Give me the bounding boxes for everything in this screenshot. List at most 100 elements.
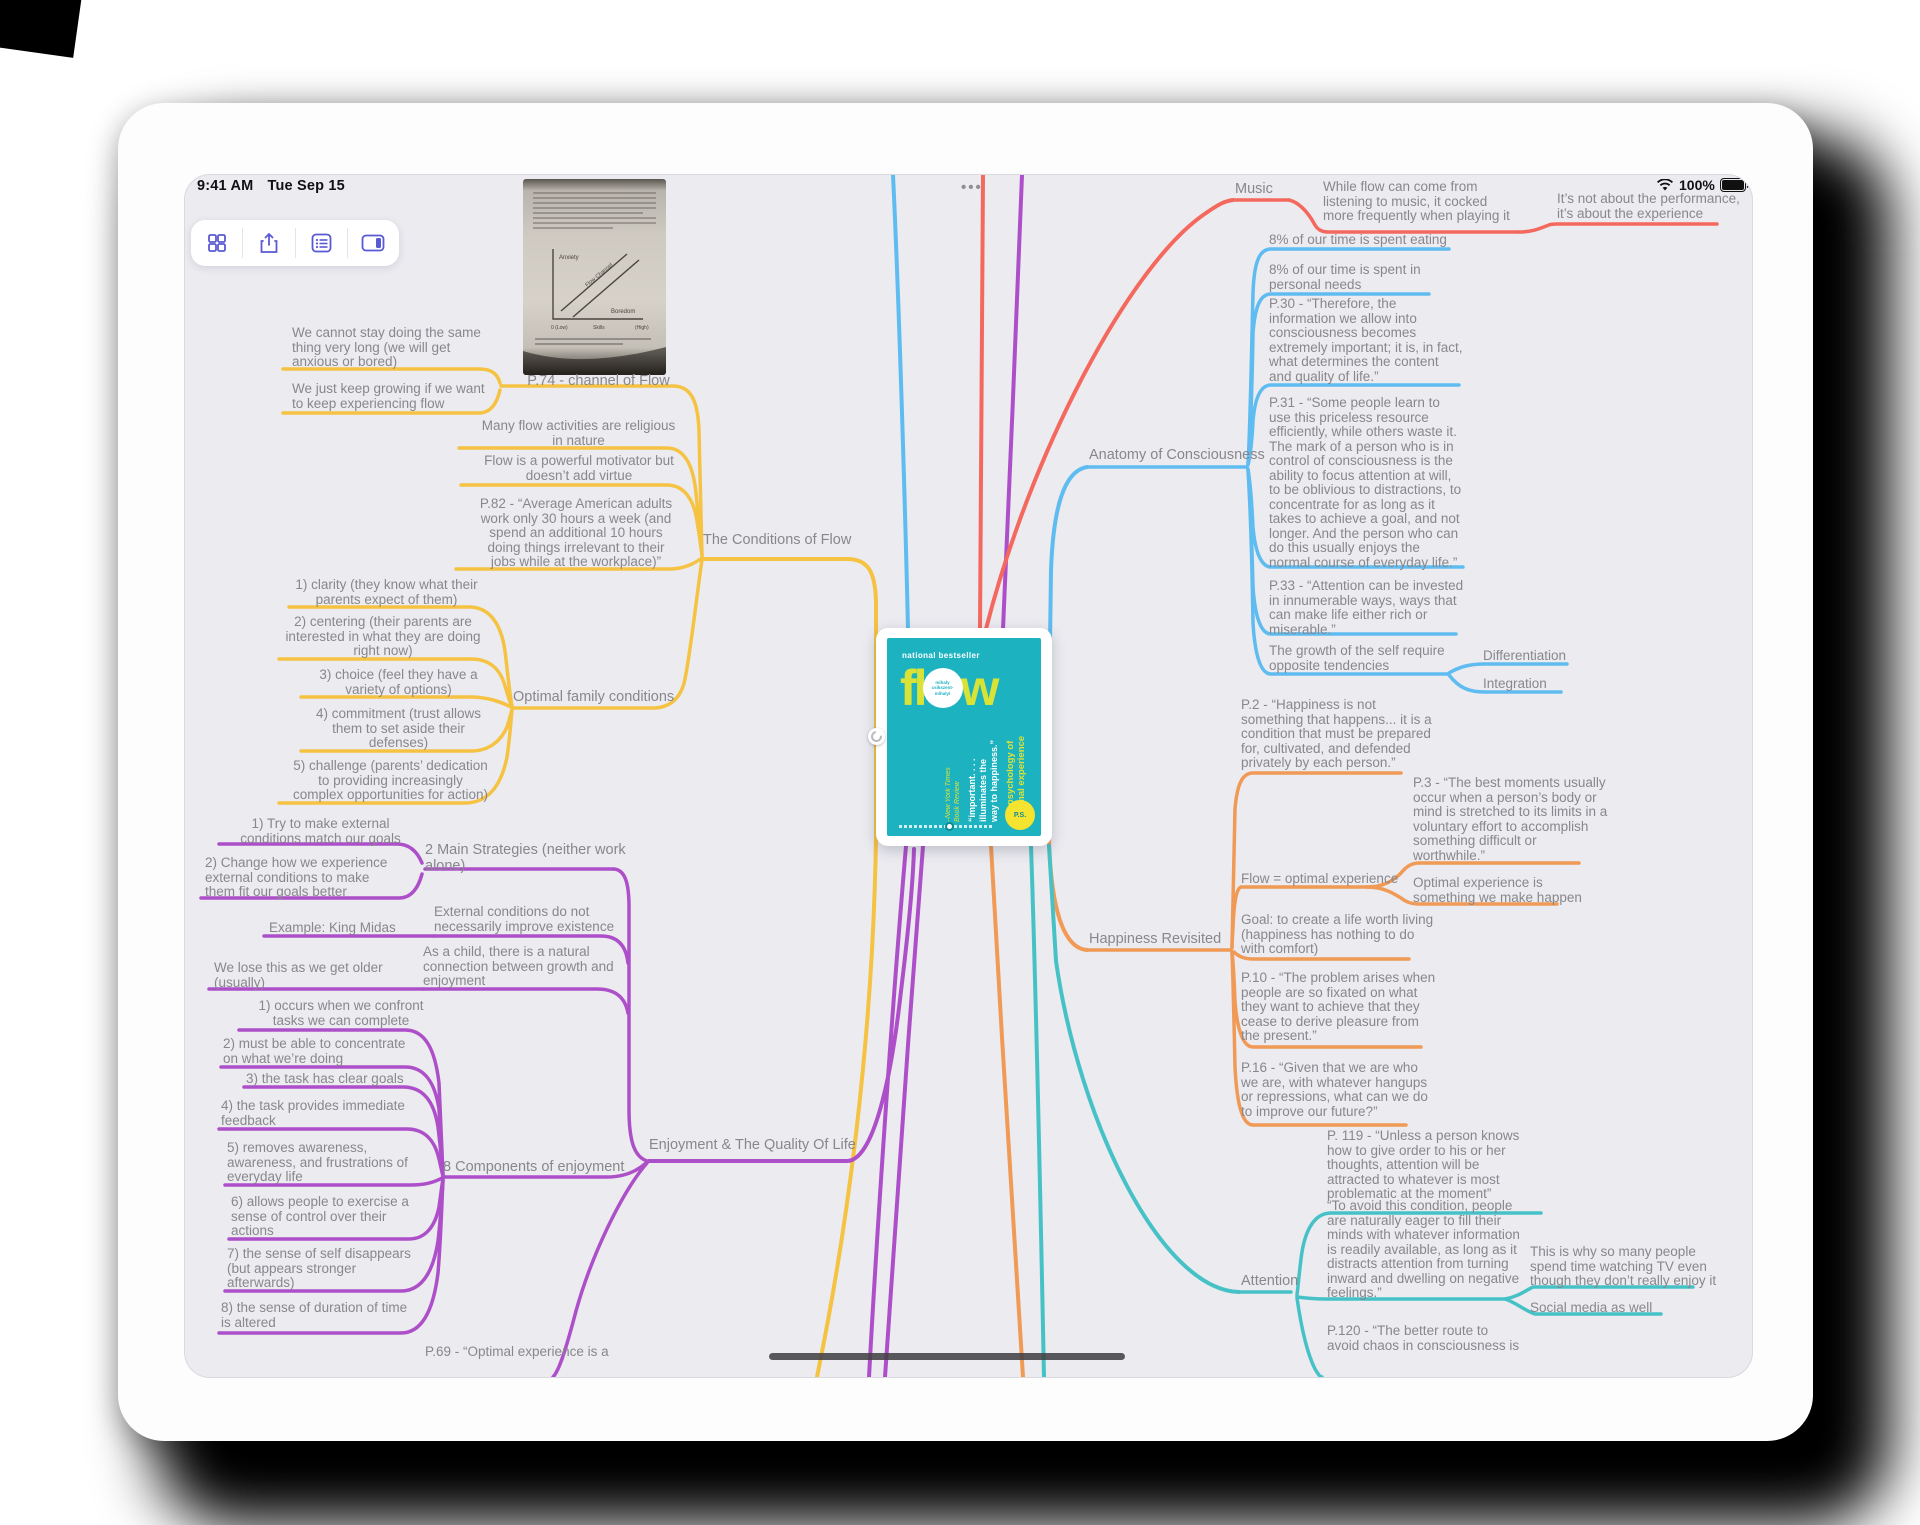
- node-y-f1[interactable]: 1) clarity (they know what their parents…: [295, 577, 478, 607]
- node-p-e4[interactable]: 4) the task provides immediate feedback: [221, 1098, 405, 1128]
- node-y-fam[interactable]: Optimal family conditions: [513, 689, 675, 705]
- title-fl: fl: [900, 660, 927, 716]
- node-p-comp[interactable]: 8 Components of enjoyment: [443, 1159, 625, 1175]
- cover-quote: “important. . . . illuminates the way to…: [967, 739, 999, 822]
- toolbar: [191, 220, 399, 266]
- more-dots-button[interactable]: •••: [961, 179, 983, 196]
- author-circle: mihaly csikszent- mihalyi: [922, 668, 963, 708]
- node-t-att[interactable]: Attention: [1241, 1273, 1299, 1289]
- edge-61: [978, 175, 985, 631]
- ps-badge: P.S.: [1005, 800, 1035, 830]
- home-indicator[interactable]: [769, 1353, 1125, 1360]
- node-o3[interactable]: Flow = optimal experience: [1241, 871, 1399, 886]
- battery-percent: 100%: [1679, 177, 1715, 193]
- node-p-s1[interactable]: 1) Try to make external conditions match…: [240, 816, 401, 846]
- panel-button[interactable]: [346, 228, 399, 258]
- node-p-ext[interactable]: External conditions do not necessarily i…: [434, 904, 615, 934]
- edge-57: [984, 198, 1235, 631]
- battery-icon: [1719, 178, 1749, 192]
- edge-7: [511, 558, 704, 710]
- node-b6[interactable]: The growth of the self require opposite …: [1269, 643, 1445, 673]
- node-r2[interactable]: It’s not about the performance, it’s abo…: [1557, 191, 1740, 221]
- node-o1[interactable]: P.2 - “Happiness is not something that h…: [1241, 697, 1432, 770]
- node-p-lose[interactable]: We lose this as we get older (usually): [214, 960, 383, 990]
- node-t4[interactable]: Social media as well: [1530, 1300, 1653, 1315]
- node-b5[interactable]: P.33 - “Attention can be invested in inn…: [1269, 578, 1464, 637]
- node-t1[interactable]: P. 119 - “Unless a person knows how to g…: [1327, 1128, 1520, 1201]
- svg-text:0 (Low): 0 (Low): [551, 325, 568, 331]
- node-o-hap[interactable]: Happiness Revisited: [1089, 931, 1222, 947]
- edge-56: [989, 844, 1025, 1377]
- node-b1[interactable]: 8% of our time is spent eating: [1269, 232, 1447, 247]
- edge-68: [1295, 1296, 1324, 1377]
- node-y-f3[interactable]: 3) choice (feel they have a variety of o…: [319, 667, 478, 697]
- node-r-music[interactable]: Music: [1235, 181, 1273, 197]
- cover-imprint-logo: [945, 822, 954, 831]
- svg-text:Boredom: Boredom: [611, 309, 635, 315]
- cover-credit: –New York Times Book Review: [945, 767, 961, 822]
- node-y-cond[interactable]: The Conditions of Flow: [703, 532, 852, 548]
- edge-20: [421, 987, 630, 1015]
- node-y-c2[interactable]: We just keep growing if we want to keep …: [292, 381, 485, 411]
- node-p-e6[interactable]: 6) allows people to exercise a sense of …: [231, 1194, 409, 1238]
- node-p-enjoy[interactable]: Enjoyment & The Quality Of Life: [649, 1137, 856, 1153]
- node-y-p74[interactable]: P.74 - channel of Flow: [527, 373, 670, 389]
- flow-channel-photo-node[interactable]: Anxiety Boredom Flow Channel 0 (Low) Ski…: [523, 179, 666, 375]
- node-b4[interactable]: P.31 - “Some people learn to use this pr…: [1269, 395, 1462, 570]
- node-p-e8[interactable]: 8) the sense of duration of time is alte…: [221, 1300, 408, 1330]
- node-t5[interactable]: P.120 - “The better route to avoid chaos…: [1327, 1323, 1520, 1353]
- node-t2[interactable]: “To avoid this condition, people are nat…: [1327, 1198, 1520, 1300]
- flow-book-cover: national bestseller fl mihaly csikszent-…: [887, 638, 1041, 836]
- node-t3[interactable]: This is why so many people spend time wa…: [1530, 1244, 1717, 1288]
- node-o5[interactable]: Goal: to create a life worth living (hap…: [1241, 912, 1434, 956]
- share-button[interactable]: [242, 228, 294, 258]
- book-title: fl mihaly csikszent- mihalyi w: [900, 662, 1041, 714]
- node-p-e7[interactable]: 7) the sense of self disappears (but app…: [227, 1246, 411, 1290]
- node-y-c3[interactable]: Many flow activities are religious in na…: [481, 418, 676, 448]
- node-p-midas[interactable]: Example: King Midas: [269, 920, 396, 935]
- node-y-c4[interactable]: Flow is a powerful motivator but doesn’t…: [484, 453, 674, 483]
- edge-46: [1046, 799, 1089, 952]
- wifi-icon: [1656, 178, 1674, 190]
- node-p-e2[interactable]: 2) must be able to concentrate on what w…: [223, 1036, 406, 1066]
- node-o2[interactable]: P.3 - “The best moments usually occur wh…: [1413, 775, 1608, 863]
- node-y-f5[interactable]: 5) challenge (parents’ dedication to pro…: [292, 758, 489, 802]
- node-r1[interactable]: While flow can come from listening to mu…: [1323, 179, 1510, 223]
- edge-60: [1517, 222, 1719, 234]
- node-p-s2[interactable]: 2) Change how we experience external con…: [205, 855, 388, 899]
- edge-32: [1001, 175, 1024, 631]
- node-b3[interactable]: P.30 - “Therefore, the information we al…: [1269, 296, 1463, 384]
- node-y-c5[interactable]: P.82 - “Average American adults work onl…: [479, 496, 673, 569]
- node-o4[interactable]: Optimal experience is something we make …: [1413, 875, 1582, 905]
- node-p-child[interactable]: As a child, there is a natural connectio…: [423, 944, 614, 988]
- node-o6[interactable]: P.10 - “The problem arises when people a…: [1241, 970, 1436, 1043]
- node-o7[interactable]: P.16 - “Given that we are who we are, wi…: [1241, 1060, 1428, 1119]
- edge-13: [647, 847, 916, 1163]
- node-p-p69[interactable]: P.69 - “Optimal experience is a: [425, 1344, 609, 1359]
- node-p-e1[interactable]: 1) occurs when we confront tasks we can …: [258, 998, 424, 1028]
- book-cover-node[interactable]: national bestseller fl mihaly csikszent-…: [868, 628, 1052, 846]
- grid-icon: [207, 234, 226, 252]
- node-p-e3[interactable]: 3) the task has clear goals: [246, 1071, 404, 1086]
- node-collapse-spinner[interactable]: [868, 728, 885, 745]
- node-y-c1[interactable]: We cannot stay doing the same thing very…: [292, 325, 481, 369]
- node-y-f2[interactable]: 2) centering (their parents are interest…: [285, 614, 481, 658]
- grid-view-button[interactable]: [191, 228, 242, 258]
- node-p-strat[interactable]: 2 Main Strategies (neither work alone): [425, 842, 626, 874]
- node-b7[interactable]: Differentiation: [1483, 648, 1567, 663]
- outline-button[interactable]: [294, 228, 347, 258]
- svg-text:(High): (High): [635, 325, 649, 331]
- node-y-f4[interactable]: 4) commitment (trust allows them to set …: [315, 706, 482, 750]
- node-b2[interactable]: 8% of our time is spent in personal need…: [1269, 262, 1421, 292]
- flow-channel-diagram: Anxiety Boredom Flow Channel 0 (Low) Ski…: [523, 192, 666, 375]
- share-icon: [260, 233, 278, 253]
- edge-0: [701, 557, 878, 1377]
- node-p-e5[interactable]: 5) removes awareness, awareness, and fru…: [227, 1140, 408, 1184]
- background-corner-shadow: [0, 0, 86, 58]
- node-b8[interactable]: Integration: [1483, 676, 1547, 691]
- node-b-anat[interactable]: Anatomy of Consciousness: [1089, 447, 1265, 463]
